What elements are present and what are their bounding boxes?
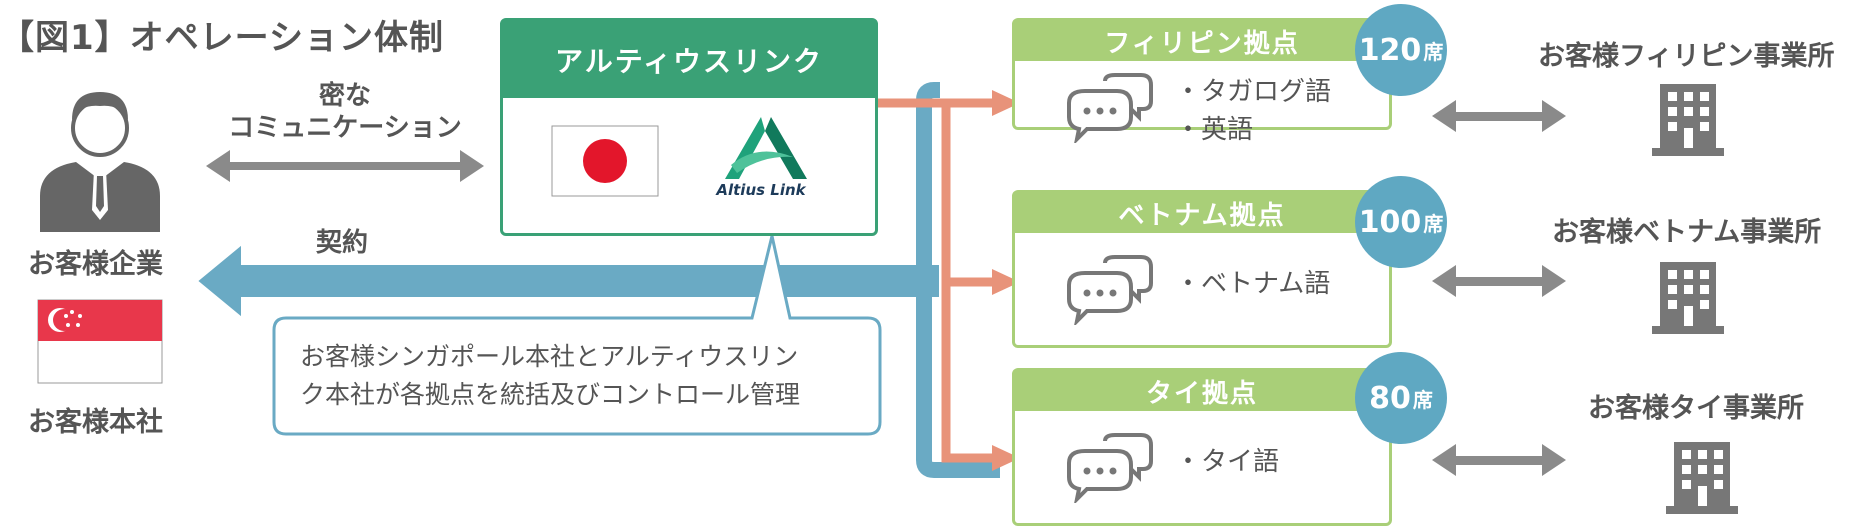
arrow-head-thailand	[992, 445, 1020, 471]
chat-bubbles-icon	[1067, 433, 1153, 503]
office-arrow-vietnam	[1432, 265, 1566, 297]
seat-unit: 席	[1423, 39, 1444, 64]
building-icon-thailand	[1666, 442, 1738, 514]
site-languages-vietnam: ・ベトナム語	[1175, 265, 1330, 303]
arrow-head-vietnam	[992, 269, 1020, 295]
site-languages-thailand: ・タイ語	[1175, 443, 1279, 481]
distribution-arrows	[878, 98, 995, 463]
site-box-philippines: フィリピン拠点 ・タガログ語 ・英語	[1012, 18, 1392, 145]
site-name-vietnam: ベトナム拠点	[1015, 193, 1389, 233]
contract-arrow	[198, 245, 939, 317]
office-name-philippines: お客様フィリピン事業所	[1538, 41, 1835, 72]
communication-label-line1: 密な	[318, 81, 371, 111]
seat-unit: 席	[1423, 211, 1444, 236]
site-box-thailand: タイ拠点 ・タイ語	[1012, 368, 1392, 526]
site-languages-philippines: ・タガログ語 ・英語	[1175, 73, 1331, 149]
altius-link-header: アルティウスリンク	[503, 21, 875, 98]
site-name-philippines: フィリピン拠点	[1015, 21, 1389, 61]
seat-count: 80	[1369, 380, 1411, 416]
chat-bubbles-icon	[1067, 73, 1153, 143]
diagram-title: 【図1】オペレーション体制	[0, 18, 444, 58]
altius-link-logo-icon	[725, 117, 807, 179]
contract-label: 契約	[316, 228, 369, 258]
client-hq-label: お客様本社	[28, 407, 163, 438]
singapore-flag	[37, 299, 163, 384]
callout-line2: ク本社が各拠点を統括及びコントロール管理	[300, 380, 801, 409]
altius-link-box: アルティウスリンク Altius Link	[500, 18, 878, 236]
chat-bubbles-icon	[1067, 255, 1153, 325]
language-item: ・タガログ語	[1175, 77, 1332, 107]
communication-label: 密な コミュニケーション	[220, 80, 470, 144]
arrow-head-philippines	[992, 90, 1020, 116]
office-name-thailand: お客様タイ事業所	[1588, 393, 1804, 424]
seat-unit: 席	[1412, 387, 1433, 412]
site-box-vietnam: ベトナム拠点 ・ベトナム語	[1012, 190, 1392, 348]
communication-label-line2: コミュニケーション	[228, 113, 462, 143]
language-item: ・ベトナム語	[1175, 269, 1331, 299]
office-arrow-philippines	[1432, 100, 1566, 132]
callout-text: お客様シンガポール本社とアルティウスリン ク本社が各拠点を統括及びコントロール管…	[300, 338, 800, 414]
language-item: ・英語	[1175, 115, 1254, 145]
altius-link-logo-text: Altius Link	[716, 181, 806, 199]
contract-bracket	[916, 82, 1000, 478]
language-item: ・タイ語	[1175, 447, 1280, 477]
person-icon	[40, 92, 160, 232]
communication-arrow	[206, 150, 484, 182]
japan-flag	[551, 125, 659, 197]
seat-count: 120	[1358, 32, 1422, 68]
client-company-label: お客様企業	[28, 249, 163, 280]
site-name-thailand: タイ拠点	[1015, 371, 1389, 411]
callout-line1: お客様シンガポール本社とアルティウスリン	[300, 342, 799, 371]
office-arrow-thailand	[1432, 444, 1566, 476]
callout-bubble	[272, 235, 882, 436]
seat-count: 100	[1358, 204, 1422, 240]
building-icon-vietnam	[1652, 262, 1724, 334]
building-icon-philippines	[1652, 84, 1724, 156]
office-name-vietnam: お客様ベトナム事業所	[1552, 217, 1822, 248]
